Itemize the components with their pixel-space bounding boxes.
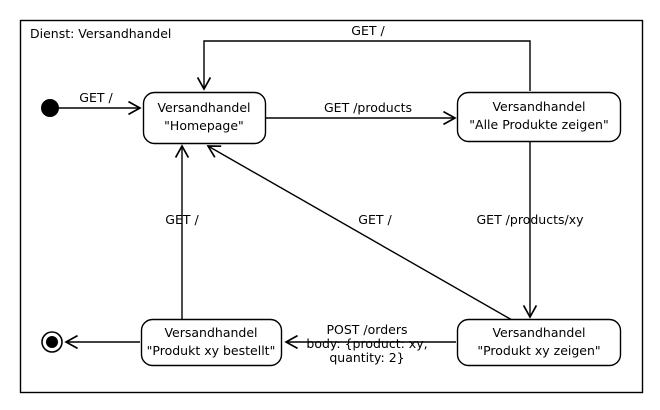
edge-label-produkt-zeigen-to-bestellt-line1: POST /orders (327, 322, 408, 337)
service-frame (19, 19, 644, 394)
frame-title: Dienst: Versandhandel (30, 26, 171, 41)
state-produkt-xy-zeigen[interactable]: Versandhandel "Produkt xy zeigen" (456, 318, 622, 367)
edge-label-alle-produkte-to-produkt-zeigen: GET /products/xy (476, 212, 584, 227)
state-produkt-xy-bestellt-box[interactable] (140, 318, 283, 367)
state-produkt-xy-zeigen-line2: "Produkt xy zeigen" (477, 343, 600, 358)
edge-alle-produkte-to-homepage (196, 40, 531, 91)
edge-label-start-to-homepage: GET / (79, 90, 113, 105)
edge-label-homepage-to-alle-produkte: GET /products (324, 100, 412, 115)
state-alle-produkte-zeigen-line1: Versandhandel (492, 99, 585, 114)
edge-produkt-zeigen-to-homepage (206, 145, 513, 321)
state-produkt-xy-bestellt-line1: Versandhandel (164, 325, 257, 340)
state-produkt-xy-bestellt-line2: "Produkt xy bestellt" (147, 343, 276, 358)
state-alle-produkte-zeigen-box[interactable] (456, 91, 622, 143)
state-produkt-xy-zeigen-line1: Versandhandel (492, 325, 585, 340)
edge-label-produkt-zeigen-to-bestellt-line3: quantity: 2} (329, 350, 404, 365)
state-homepage-box[interactable] (142, 91, 267, 145)
state-alle-produkte-zeigen-line2: "Alle Produkte zeigen" (469, 117, 608, 132)
initial-state (41, 99, 59, 117)
state-produkt-xy-zeigen-box[interactable] (456, 318, 622, 367)
state-homepage[interactable]: Versandhandel "Homepage" (142, 91, 267, 145)
final-state (46, 336, 58, 348)
state-homepage-line1: Versandhandel (157, 100, 250, 115)
edge-label-alle-produkte-to-homepage: GET / (351, 23, 385, 38)
state-alle-produkte-zeigen[interactable]: Versandhandel "Alle Produkte zeigen" (456, 91, 622, 143)
state-produkt-xy-bestellt[interactable]: Versandhandel "Produkt xy bestellt" (140, 318, 283, 367)
edge-label-bestellt-to-homepage: GET / (165, 212, 199, 227)
edge-label-produkt-zeigen-to-homepage: GET / (358, 212, 392, 227)
edge-label-produkt-zeigen-to-bestellt-line2: body: {product: xy, (306, 336, 427, 351)
state-homepage-line2: "Homepage" (164, 118, 244, 133)
